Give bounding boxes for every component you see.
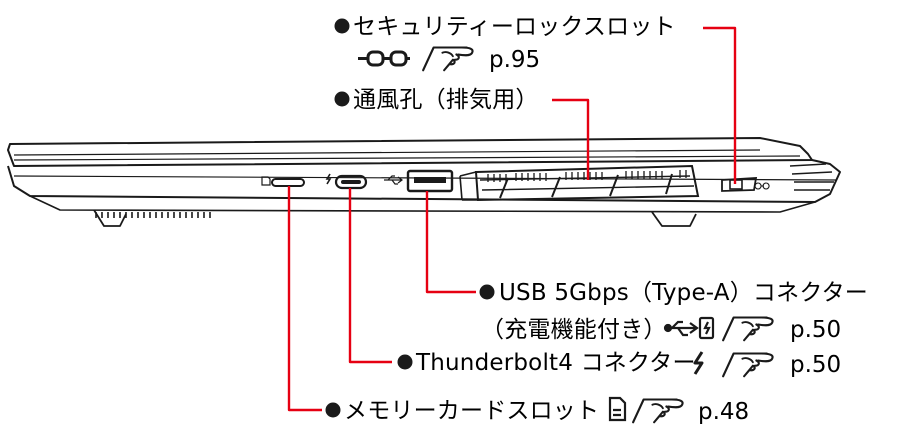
thunderbolt-icon xyxy=(693,351,704,375)
security-lock-slot xyxy=(721,177,770,192)
callout-usb: USB 5Gbps（Type-A）コネクター （充電機能付き） p.50 xyxy=(479,280,868,343)
callout-memory-card-label: メモリーカードスロット xyxy=(344,398,599,424)
callout-thunderbolt: Thunderbolt4 コネクター p.50 xyxy=(397,350,841,378)
memory-card-slot xyxy=(261,176,305,187)
callout-usb-page-ref: p.50 xyxy=(790,317,841,343)
leader-line-usb xyxy=(425,191,476,294)
bottom-vent-slits xyxy=(95,212,211,218)
callout-security-lock: セキュリティーロックスロット p.95 xyxy=(334,14,676,73)
usb-icon-small xyxy=(384,175,403,185)
leader-line-memory-card xyxy=(287,186,322,412)
callout-security-lock-page-ref: p.95 xyxy=(489,47,540,73)
sd-card-icon xyxy=(608,396,627,422)
callout-memory-card-page-ref: p.48 xyxy=(698,399,749,424)
rubber-foot-left xyxy=(93,209,127,227)
callout-security-lock-label: セキュリティーロックスロット xyxy=(353,14,676,40)
lock-slot-icon-small xyxy=(754,182,770,190)
leader-line-security xyxy=(703,26,737,184)
sd-card-icon-small xyxy=(261,176,271,186)
callout-thunderbolt-label: Thunderbolt4 コネクター xyxy=(415,350,696,376)
leader-line-vent xyxy=(552,98,590,180)
finger-pointer-icon xyxy=(632,398,684,424)
thunderbolt-port xyxy=(325,173,368,190)
finger-pointer-icon xyxy=(722,352,774,378)
usb-port xyxy=(384,169,454,193)
finger-pointer-icon xyxy=(722,316,774,342)
callout-thunderbolt-page-ref: p.50 xyxy=(790,352,841,378)
laptop-lid xyxy=(7,137,813,167)
callout-usb-label-line2: （充電機能付き） xyxy=(481,317,667,343)
lock-slot-icon xyxy=(358,50,410,67)
thunderbolt-icon-small xyxy=(325,173,332,185)
usb-charge-icon xyxy=(663,316,715,340)
finger-pointer-icon xyxy=(422,46,474,72)
leader-lines xyxy=(287,26,737,412)
callout-memory-card: メモリーカードスロット p.48 xyxy=(325,396,749,424)
leader-line-thunderbolt xyxy=(348,188,392,364)
callout-vent-label: 通風孔（排気用） xyxy=(353,87,539,113)
rubber-foot-right xyxy=(651,211,697,227)
callout-vent: 通風孔（排気用） xyxy=(334,87,539,113)
callout-usb-label-line1: USB 5Gbps（Type-A）コネクター xyxy=(499,280,868,306)
laptop-base xyxy=(7,159,841,203)
exhaust-vent xyxy=(459,164,700,202)
